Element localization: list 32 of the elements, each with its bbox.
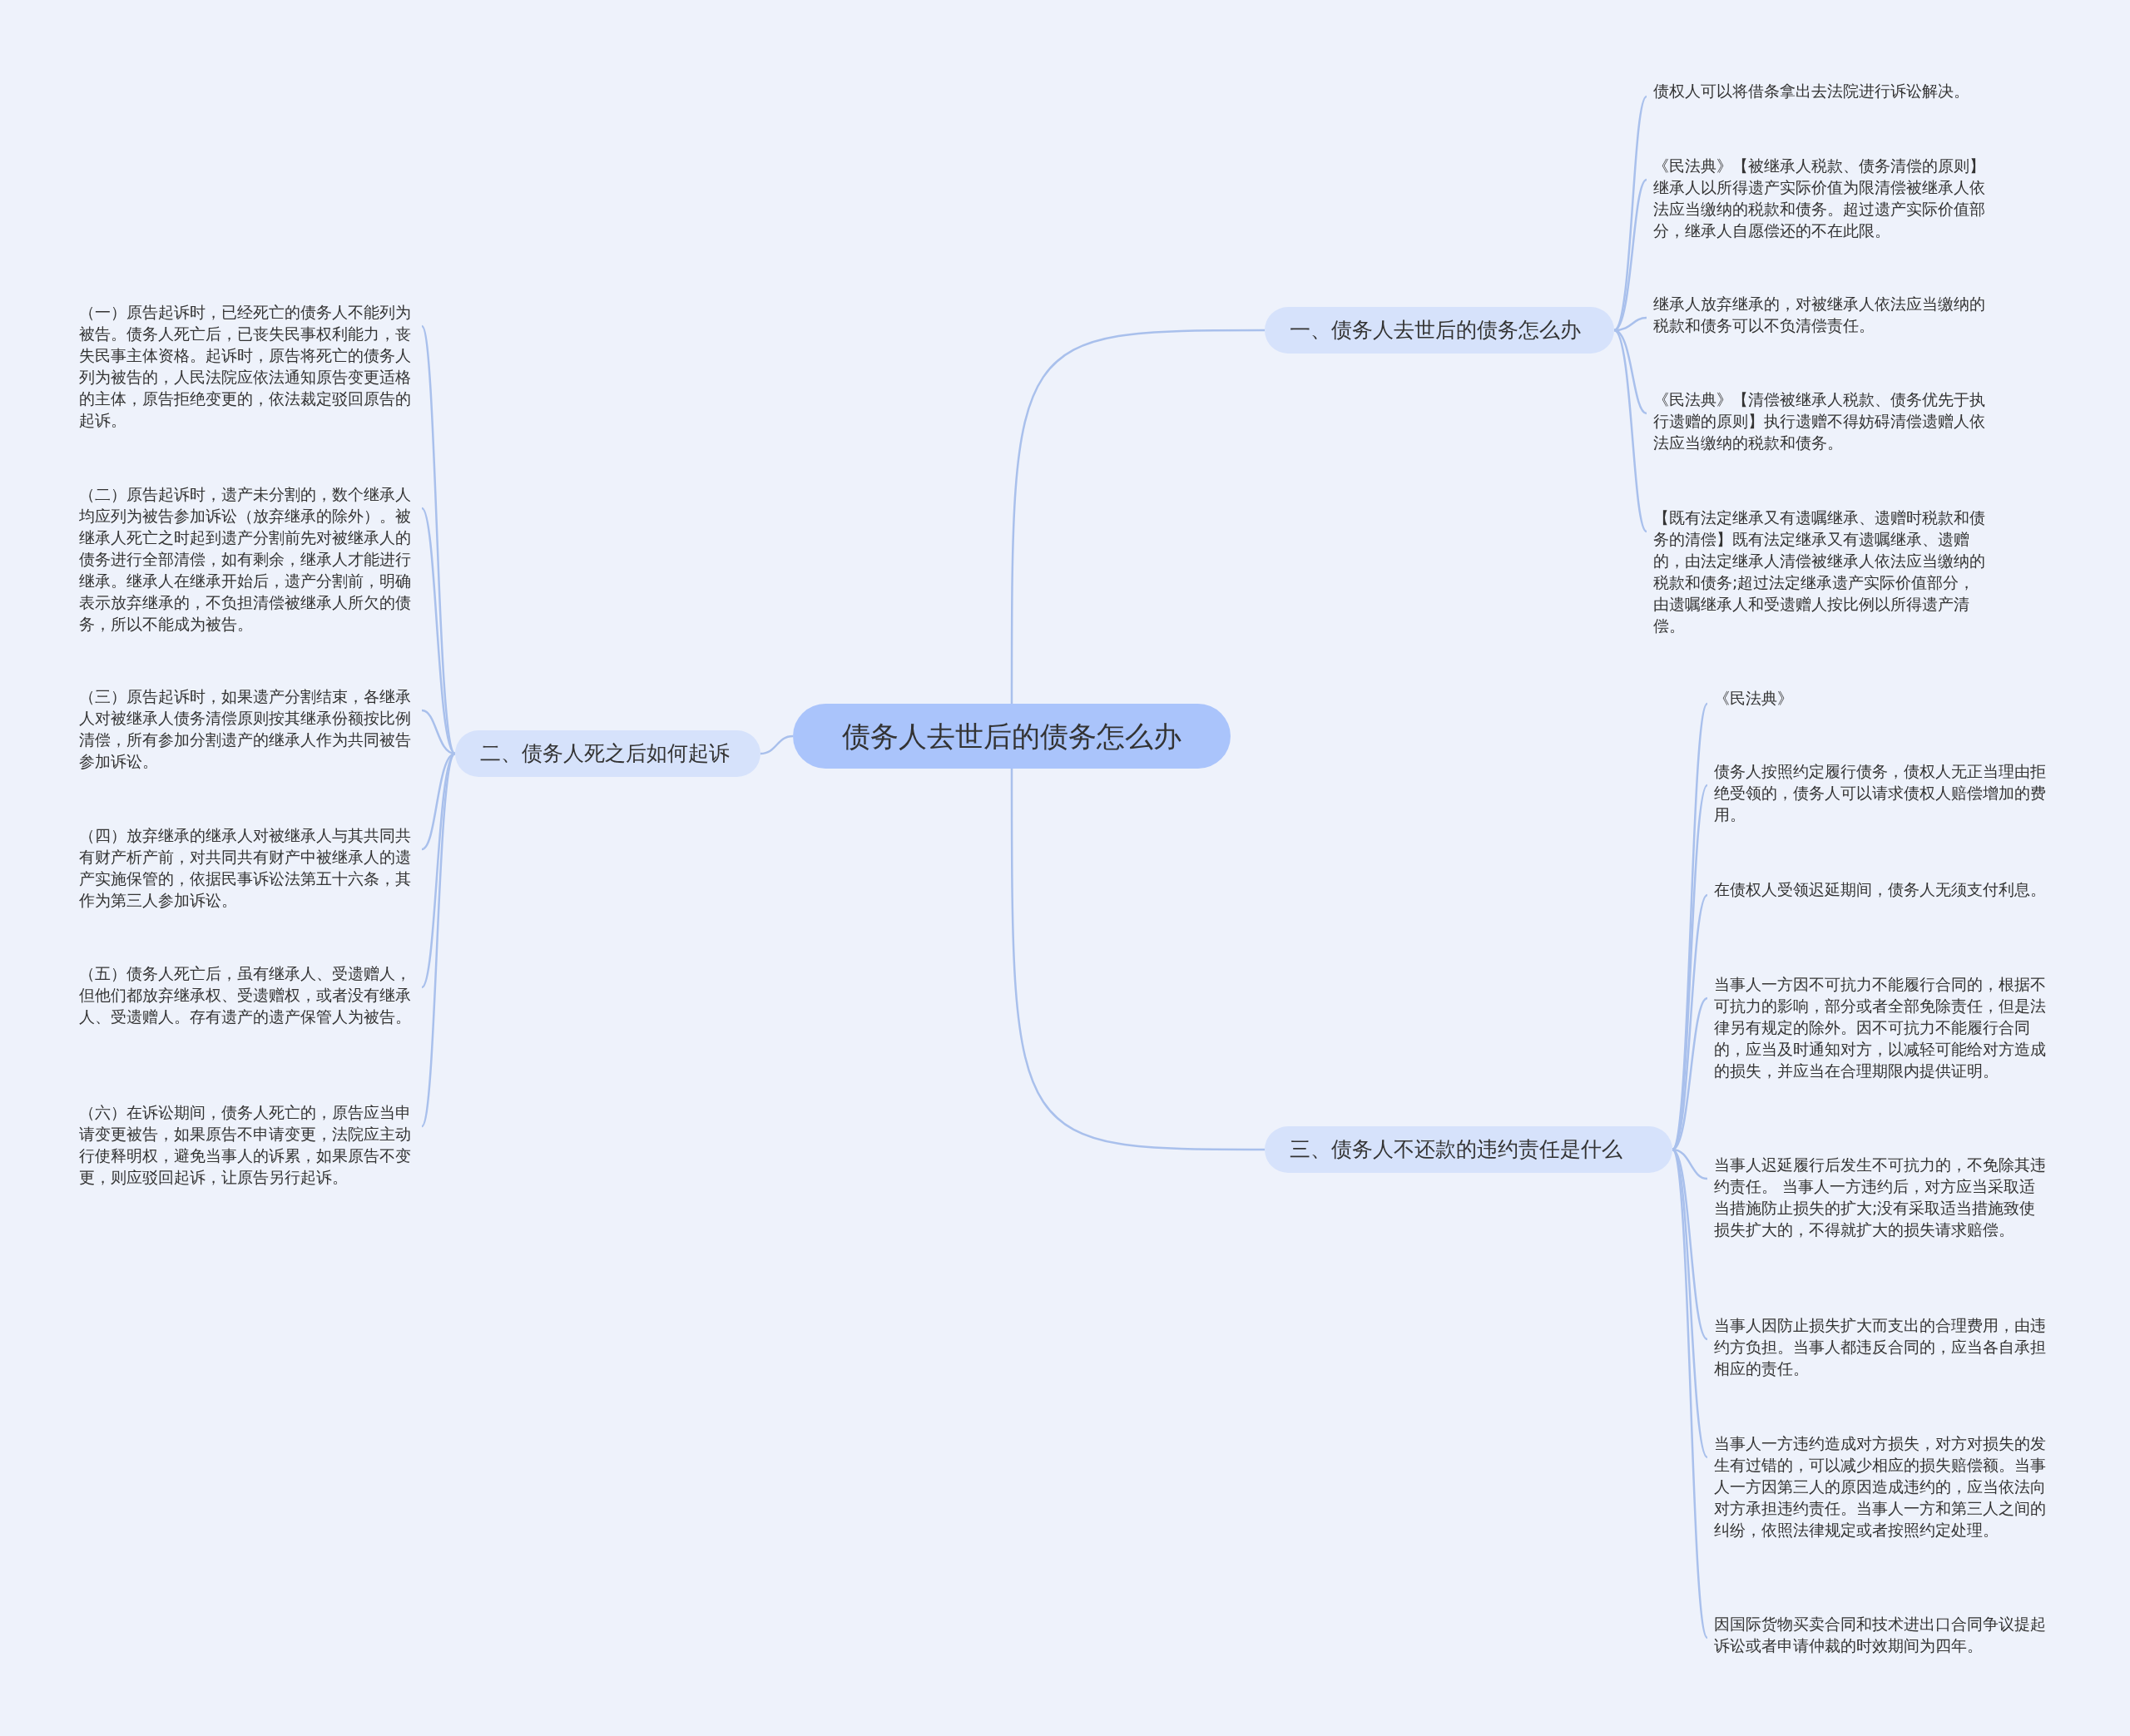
note-text: 债权人可以将借条拿出去法院进行诉讼解决。 — [1647, 80, 1996, 101]
connector-line — [1613, 329, 1647, 532]
connector-line — [1671, 703, 1709, 1150]
note-text: 当事人迟延履行后发生不可抗力的，不免除其违约责任。 当事人一方违约后，对方应当采取适当措施防止损失的扩大;没有采取适当措施致使损失扩大的，不得就扩大的损失请求赔偿。 — [1707, 1154, 2057, 1240]
connector-line — [1010, 329, 1265, 704]
note-text: （一）原告起诉时，已经死亡的债务人不能列为被告。债务人死亡后，已丧失民事权利能力，丧失民事主体资格。起诉时，原告将死亡的债务人列为被告的，人民法院应依法通知原告变更适格的主体，原告拒绝变更的，依法裁定驳回原告的起诉。 — [72, 301, 422, 431]
note-text: （四）放弃继承的继承人对被继承人与其共同共有财产析产前，对共同共有财产中被继承人的遗产实施保管的，依据民事诉讼法第五十六条，其作为第三人参加诉讼。 — [72, 824, 422, 911]
note-text: 当事人一方因不可抗力不能履行合同的，根据不可抗力的影响，部分或者全部免除责任，但是法律另有规定的除外。因不可抗力不能履行合同的，应当及时通知对方，以减轻可能给对方造成的损失，并应当在合理期限内提供证明。 — [1707, 973, 2057, 1081]
note-text: 在债权人受领迟延期间，债务人无须支付利息。 — [1707, 878, 2057, 900]
connector-line — [1671, 1149, 1709, 1458]
connector-line — [420, 753, 457, 1127]
note-text: 债务人按照约定履行债务，债权人无正当理由拒绝受领的，债务人可以请求债权人赔偿增加的费用。 — [1707, 760, 2057, 825]
note-text: （五）债务人死亡后，虽有继承人、受遗赠人，但他们都放弃继承权、受遗赠权，或者没有继承人、受遗赠人。存有遗产的遗产保管人为被告。 — [72, 962, 422, 1027]
note-text: 《民法典》【清偿被继承人税款、债务优先于执行遗赠的原则】执行遗赠不得妨碍清偿遗赠人依法应当缴纳的税款和债务。 — [1647, 388, 1996, 453]
note-text: （六）在诉讼期间，债务人死亡的，原告应当申请变更被告，如果原告不申请变更，法院应主动行使释明权，避免当事人的诉累，如果原告不变更，则应驳回起诉，让原告另行起诉。 — [72, 1101, 422, 1188]
connector-line — [760, 734, 794, 755]
note-text: 【既有法定继承又有遗嘱继承、遗赠时税款和债务的清偿】既有法定继承又有遗嘱继承、遗赠的，由法定继承人清偿被继承人依法应当缴纳的税款和债务;超过法定继承遗产实际价值部分，由遗嘱继承人和受遗赠人按比例以所得遗产清偿。 — [1647, 507, 1996, 636]
connector-line — [1010, 769, 1265, 1151]
connector-line — [1613, 96, 1648, 331]
central-topic: 债务人去世后的债务怎么办 — [793, 704, 1231, 769]
topic-box: 二、债务人死之后如何起诉 — [455, 730, 760, 777]
connector-line — [1671, 1149, 1709, 1639]
note-text: 继承人放弃继承的，对被继承人依法应当缴纳的税款和债务可以不负清偿责任。 — [1647, 293, 1996, 336]
note-text: 《民法典》【被继承人税款、债务清偿的原则】继承人以所得遗产实际价值为限清偿被继承人依法应当缴纳的税款和债务。超过遗产实际价值部分，继承人自愿偿还的不在此限。 — [1647, 155, 1996, 241]
topic-box: 三、债务人不还款的违约责任是什么 — [1265, 1126, 1672, 1173]
note-text: （三）原告起诉时，如果遗产分割结束，各继承人对被继承人债务清偿原则按其继承份额按比例清偿，所有参加分割遗产的继承人作为共同被告参加诉讼。 — [72, 685, 422, 772]
note-text: 当事人一方违约造成对方损失，对方对损失的发生有过错的，可以减少相应的损失赔偿额。当事人一方因第三人的原因造成违约的，应当依法向对方承担违约责任。当事人一方和第三人之间的纠纷，依照法律规定或者按照约定处理。 — [1707, 1432, 2057, 1541]
note-text: （二）原告起诉时，遗产未分割的，数个继承人均应列为被告参加诉讼（放弃继承的除外）。被继承人死亡之时起到遗产分割前先对被继承人的债务进行全部清偿，如有剩余，继承人才能进行继承。继承人在继承开始后，遗产分割前，明确表示放弃继承的，不负担清偿被继承人所欠的债务，所以不能成为被告。 — [72, 483, 422, 635]
note-text: 《民法典》 — [1707, 687, 2057, 709]
note-text: 当事人因防止损失扩大而支出的合理费用，由违约方负担。当事人都违反合同的，应当各自承担相应的责任。 — [1707, 1314, 2057, 1379]
topic-box: 一、债务人去世后的债务怎么办 — [1265, 307, 1614, 354]
note-text: 因国际货物买卖合同和技术进出口合同争议提起诉讼或者申请仲裁的时效期间为四年。 — [1707, 1613, 2057, 1656]
